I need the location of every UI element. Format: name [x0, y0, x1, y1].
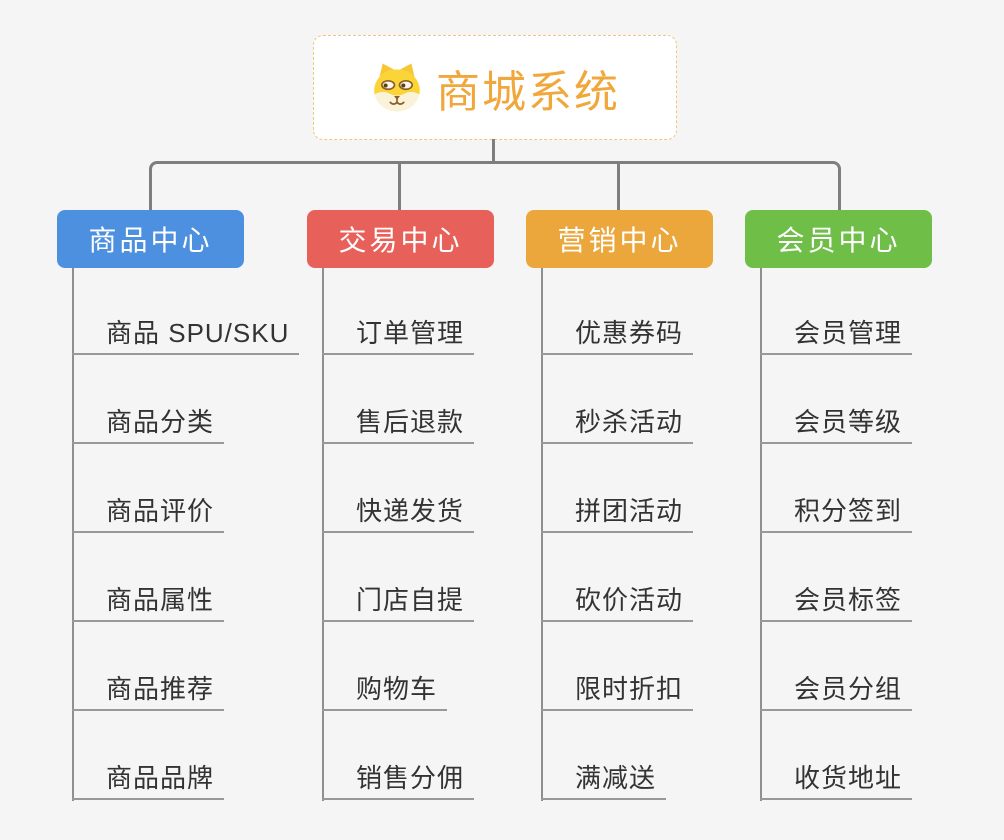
sub-item[interactable]: 门店自提	[322, 586, 475, 622]
root-title: 商城系统	[436, 67, 620, 117]
sub-item[interactable]: 销售分佣	[322, 764, 475, 800]
sub-item[interactable]: 砍价活动	[541, 586, 694, 622]
sub-item[interactable]: 快递发货	[322, 497, 475, 533]
connector-trunk-member	[760, 268, 762, 801]
connector-trunk-trade	[322, 268, 324, 801]
sub-item[interactable]: 会员分组	[760, 675, 913, 711]
sub-item[interactable]: 优惠券码	[541, 319, 694, 355]
sub-item[interactable]: 商品品牌	[72, 764, 225, 800]
sub-item[interactable]: 会员等级	[760, 408, 913, 444]
sub-item[interactable]: 拼团活动	[541, 497, 694, 533]
branch-header-member[interactable]: 会员中心	[745, 210, 932, 268]
root-node[interactable]: 商城系统	[313, 35, 677, 140]
sub-item[interactable]: 商品评价	[72, 497, 225, 533]
sub-item[interactable]: 商品 SPU/SKU	[72, 319, 300, 355]
sub-item[interactable]: 会员管理	[760, 319, 913, 355]
connector-root-stub	[492, 139, 495, 162]
connector-trunk-product	[72, 268, 74, 801]
sub-item[interactable]: 商品推荐	[72, 675, 225, 711]
sub-item[interactable]: 订单管理	[322, 319, 475, 355]
connector-drop-trade	[398, 164, 401, 210]
connector-trunk-marketing	[541, 268, 543, 801]
sub-item[interactable]: 商品属性	[72, 586, 225, 622]
sub-item[interactable]: 售后退款	[322, 408, 475, 444]
dog-face-icon	[374, 63, 420, 112]
sub-item[interactable]: 满减送	[541, 764, 667, 800]
branch-header-marketing[interactable]: 营销中心	[526, 210, 713, 268]
sub-item[interactable]: 秒杀活动	[541, 408, 694, 444]
sub-item[interactable]: 购物车	[322, 675, 448, 711]
sub-item[interactable]: 商品分类	[72, 408, 225, 444]
sub-item[interactable]: 会员标签	[760, 586, 913, 622]
connector-drop-marketing	[617, 164, 620, 210]
branch-header-product[interactable]: 商品中心	[57, 210, 244, 268]
connector-bus	[149, 161, 841, 210]
sub-item[interactable]: 限时折扣	[541, 675, 694, 711]
branch-header-trade[interactable]: 交易中心	[307, 210, 494, 268]
sub-item[interactable]: 积分签到	[760, 497, 913, 533]
sub-item[interactable]: 收货地址	[760, 764, 913, 800]
